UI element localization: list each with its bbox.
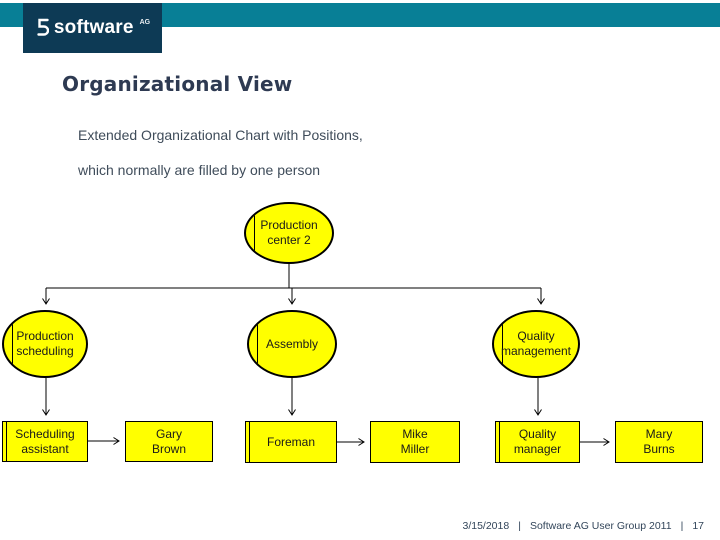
node-label: Mike Miller [400,427,430,456]
node-label: Production scheduling [16,329,74,358]
software-ag-logo: software AG [23,3,162,53]
org-unit-marker [257,316,258,372]
org-unit-marker [12,316,13,372]
node-label: Gary Brown [151,426,186,456]
footer-event: Software AG User Group 2011 [529,520,672,532]
node-label: Mary Burns [643,427,675,456]
slide-footer: 3/15/2018 | Software AG User Group 2011 … [462,520,704,532]
org-unit-marker [254,208,255,258]
position-marker [499,422,500,462]
node-label: Assembly [265,336,318,351]
position-foreman: Foreman [245,421,337,463]
node-label: Quality manager [513,427,562,456]
position-marker [249,422,250,462]
logo-ag-suffix: AG [139,18,151,26]
software-ag-mark-icon [37,18,49,36]
footer-page-number: 17 [692,520,704,532]
org-unit-assembly: Assembly [247,310,337,378]
position-quality-manager: Quality manager [495,421,580,463]
position-marker [6,422,7,461]
subtitle: Extended Organizational Chart with Posit… [78,118,363,188]
org-unit-production-center-2: Production center 2 [244,202,334,264]
org-unit-production-scheduling: Production scheduling [2,310,88,378]
subtitle-line-1: Extended Organizational Chart with Posit… [78,127,363,143]
node-label: Foreman [266,434,316,449]
person-mary-burns: Mary Burns [615,421,703,463]
page-title: Organizational View [62,72,293,96]
org-unit-marker [502,316,503,372]
footer-date: 3/15/2018 [462,520,510,532]
logo-wordmark: software [53,17,134,38]
node-label: Production center 2 [260,218,318,247]
footer-separator: | [680,520,684,532]
node-label: Quality management [500,329,572,358]
person-mike-miller: Mike Miller [370,421,460,463]
person-gary-brown: Gary Brown [125,421,213,462]
node-label: Scheduling assistant [15,426,75,456]
subtitle-line-2: which normally are filled by one person [78,162,321,178]
position-scheduling-assistant: Scheduling assistant [2,421,88,462]
org-unit-quality-management: Quality management [492,310,580,378]
footer-separator: | [518,520,521,532]
